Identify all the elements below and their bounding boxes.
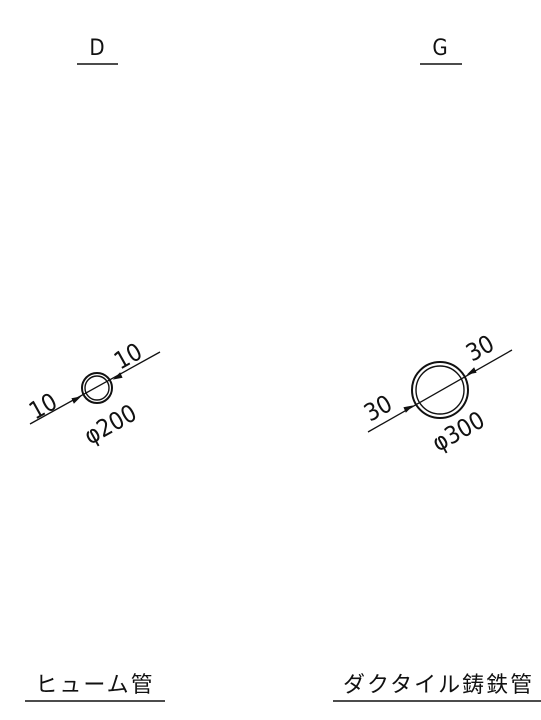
wall-thickness-left: 30	[359, 389, 397, 427]
column-g: G 30 30 φ300 ダクタイル鋳鉄管	[333, 36, 541, 702]
column-letter-d: D	[89, 36, 104, 61]
arrow-head	[403, 405, 414, 413]
arrow-head	[71, 396, 82, 404]
dimension-line	[29, 351, 161, 425]
pipe-diameter-label: φ200	[79, 399, 141, 450]
pipe-outer-circle	[411, 361, 469, 419]
pipe-inner-circle	[415, 365, 465, 415]
arrow-head	[466, 367, 477, 375]
pipe-outer-circle	[81, 372, 113, 404]
column-letter-g: G	[432, 36, 447, 61]
column-d: D 10 10 φ200 ヒューム管	[24, 36, 165, 702]
arrow-head	[112, 372, 123, 380]
wall-thickness-right: 10	[109, 337, 147, 375]
dimension-line	[367, 349, 513, 433]
wall-thickness-left: 10	[24, 387, 62, 425]
pipe-section-g: 30 30 φ300	[359, 329, 513, 457]
wall-thickness-right: 30	[461, 329, 499, 367]
pipe-name-g: ダクタイル鋳鉄管	[343, 673, 534, 698]
pipe-section-d: 10 10 φ200	[24, 337, 161, 450]
pipe-inner-circle	[84, 375, 110, 401]
pipe-name-d: ヒューム管	[35, 673, 154, 698]
